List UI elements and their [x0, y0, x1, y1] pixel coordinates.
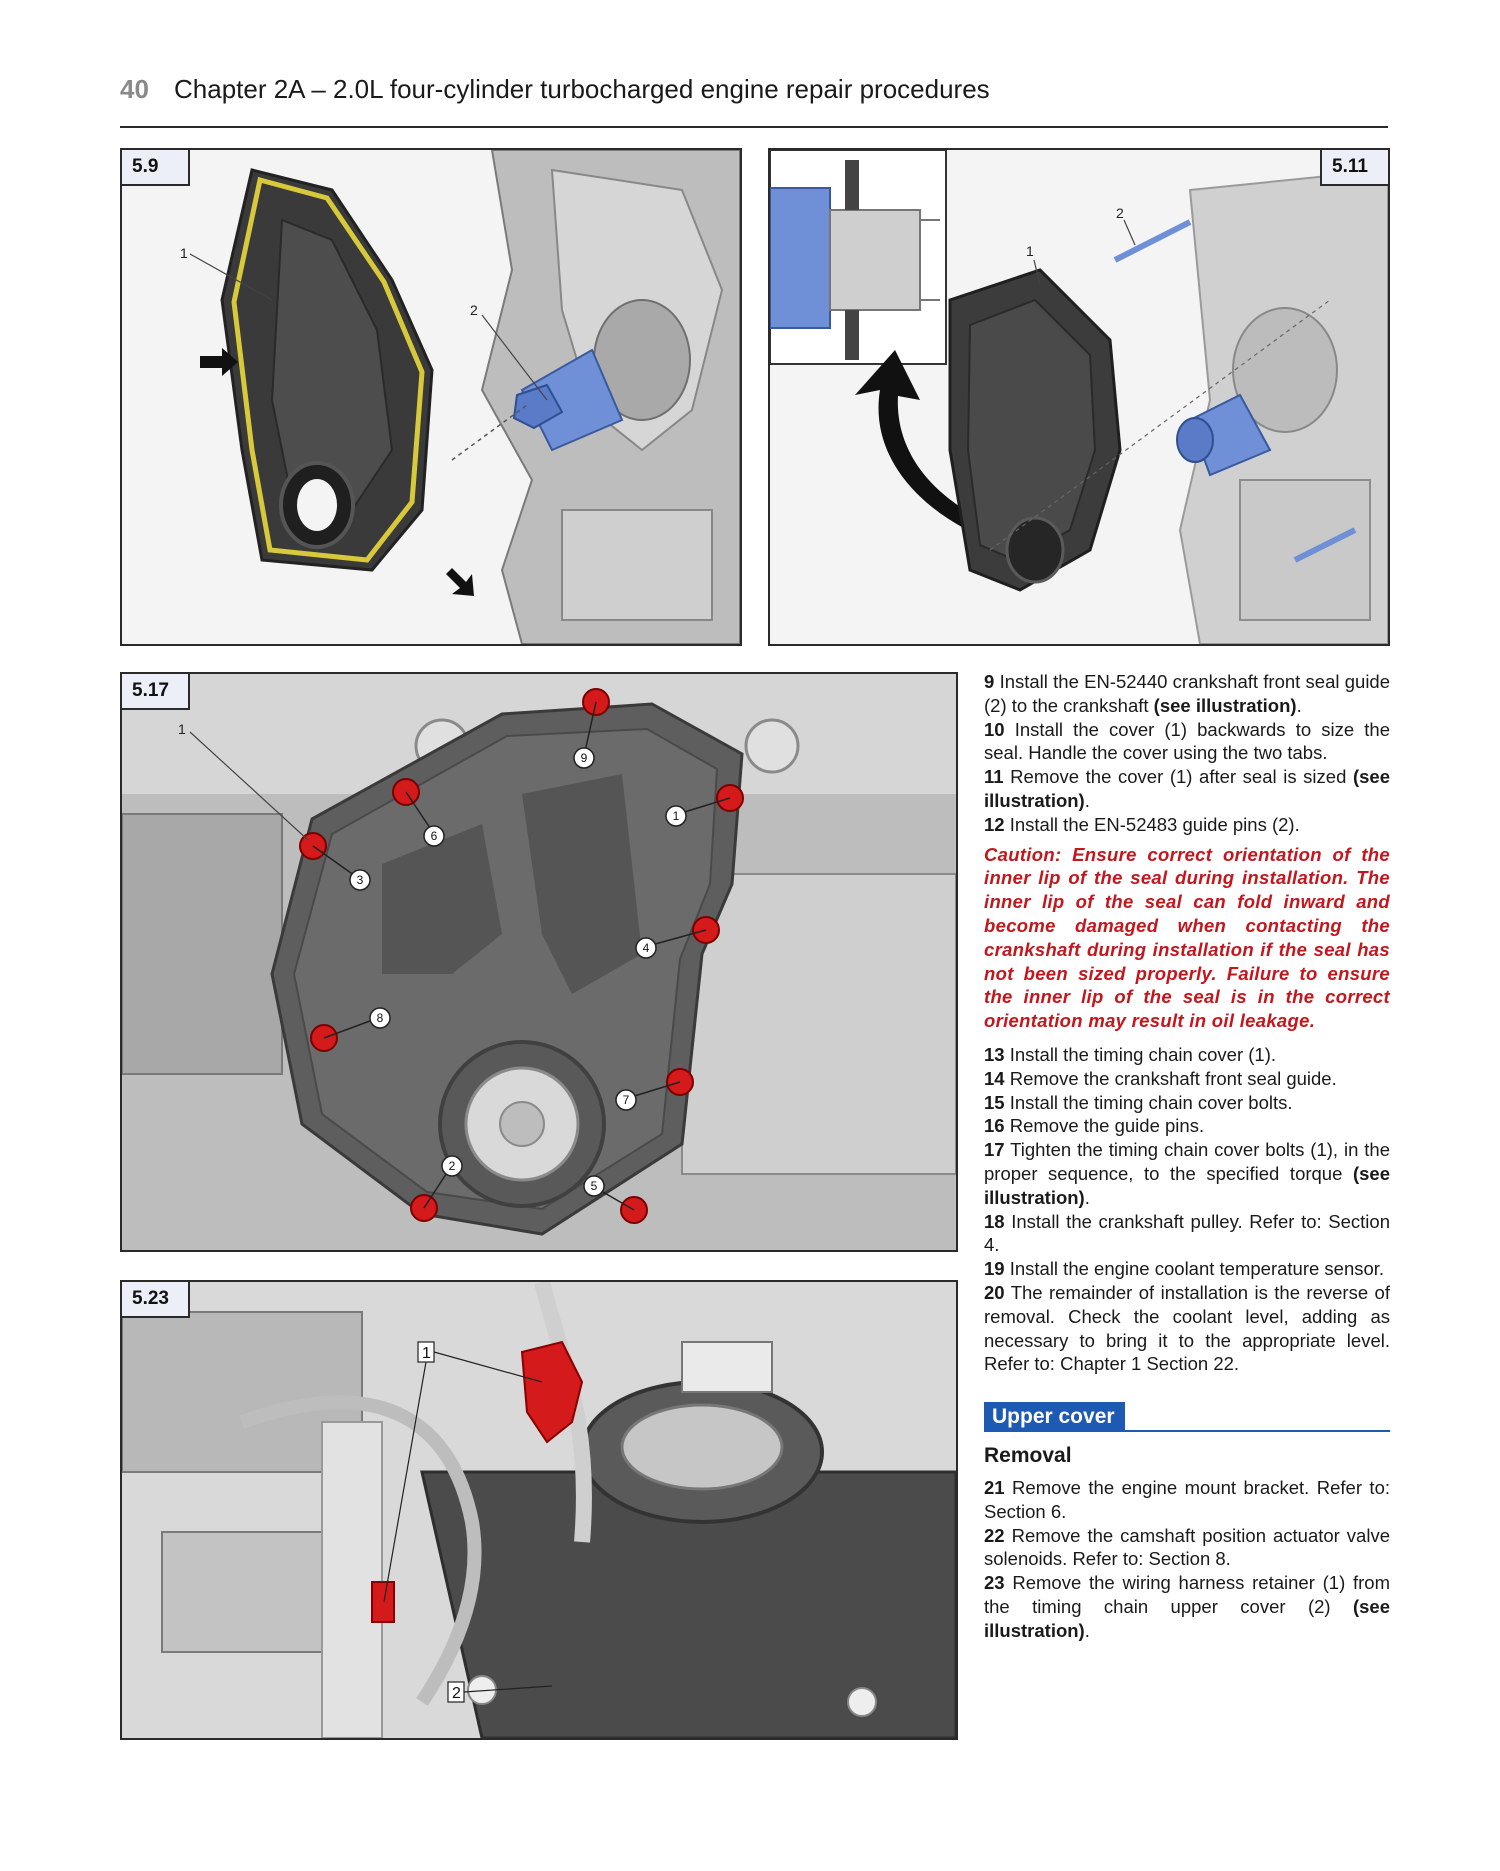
arrow-icon	[200, 348, 474, 596]
timing-cover	[948, 268, 1122, 592]
figure-5-9-illustration: 1 2	[122, 150, 740, 644]
step-item: 15 Install the timing chain cover bolts.	[984, 1091, 1293, 1113]
caution-note: Caution: Ensure correct orientation of t…	[984, 843, 1390, 1032]
figure-label: 5.9	[122, 150, 190, 186]
step-item: 23 Remove the wiring harness retainer (1…	[984, 1572, 1390, 1641]
step-item: 16 Remove the guide pins.	[984, 1115, 1205, 1137]
sequence-9: 9	[581, 751, 588, 765]
figure-5-11-illustration: 1 2	[770, 150, 1388, 644]
callout-2: 2	[470, 302, 478, 318]
callout-2: 2	[1116, 205, 1124, 221]
step-item: 19 Install the engine coolant temperatur…	[984, 1258, 1385, 1280]
callout-1: 1	[180, 245, 188, 261]
callout-1: 1	[178, 721, 186, 737]
chapter-title: Chapter 2A – 2.0L four-cylinder turbocha…	[174, 74, 990, 104]
sequence-1: 1	[673, 809, 680, 823]
subsection-title: Removal	[984, 1444, 1072, 1468]
step-item: 9 Install the EN-52440 crankshaft front …	[984, 671, 1391, 716]
section-heading: Upper cover	[984, 1402, 1390, 1433]
sequence-6: 6	[431, 829, 438, 843]
figure-label: 5.11	[1320, 150, 1388, 186]
guide-pin	[1113, 219, 1192, 263]
step-item: 10 Install the cover (1) backwards to si…	[984, 718, 1390, 764]
step-item: 22 Remove the camshaft position actuator…	[984, 1524, 1390, 1570]
text-column: 9 Install the EN-52440 crankshaft front …	[984, 670, 1390, 1642]
figure-5-9: 1 2 5.9	[120, 148, 742, 646]
step-item: 11 Remove the cover (1) after seal is si…	[984, 766, 1391, 811]
page-number: 40	[120, 74, 149, 104]
steps-list-a: 9 Install the EN-52440 crankshaft front …	[984, 670, 1390, 837]
sequence-3: 3	[357, 873, 364, 887]
figure-5-17: 9 6 1 3 4 8 7 2 5	[120, 672, 958, 1252]
sequence-2: 2	[449, 1159, 456, 1173]
figure-5-23-illustration: 1 2	[122, 1282, 956, 1738]
wiring-harness-retainer	[371, 1340, 584, 1623]
timing-cover	[220, 168, 434, 572]
step-item: 21 Remove the engine mount bracket. Refe…	[984, 1476, 1391, 1522]
steps-list-c: 21 Remove the engine mount bracket. Refe…	[984, 1476, 1390, 1643]
figure-5-23: 1 2 5.23	[120, 1280, 958, 1740]
seal-guide-tool	[512, 348, 624, 452]
step-item: 18 Install the crankshaft pulley. Refer …	[984, 1210, 1390, 1256]
callout-1: 1	[1026, 243, 1034, 259]
figure-label: 5.17	[122, 674, 190, 710]
inset-detail	[770, 150, 947, 365]
section-title: Upper cover	[984, 1402, 1125, 1431]
seal-guide-tool	[1176, 393, 1272, 477]
guide-pin	[1293, 527, 1357, 563]
figure-5-17-illustration: 9 6 1 3 4 8 7 2 5	[122, 674, 956, 1250]
sequence-7: 7	[623, 1093, 630, 1107]
callout-2: 2	[452, 1685, 461, 1702]
sequence-5: 5	[591, 1179, 598, 1193]
callout-1: 1	[422, 1345, 431, 1362]
sequence-8: 8	[377, 1011, 384, 1025]
step-item: 13 Install the timing chain cover (1).	[984, 1043, 1277, 1065]
figure-5-11: 1 2 5.11	[768, 148, 1390, 646]
curved-arrow-icon	[855, 350, 1005, 545]
sequence-4: 4	[643, 941, 650, 955]
figure-label: 5.23	[122, 1282, 190, 1318]
page-header: 40 Chapter 2A – 2.0L four-cylinder turbo…	[120, 74, 1388, 128]
step-item: 20 The remainder of installation is the …	[984, 1281, 1390, 1375]
step-item: 17 Tighten the timing chain cover bolts …	[984, 1139, 1390, 1208]
steps-list-b: 13 Install the timing chain cover (1). 1…	[984, 1043, 1390, 1376]
step-item: 12 Install the EN-52483 guide pins (2).	[984, 813, 1300, 835]
step-item: 14 Remove the crankshaft front seal guid…	[984, 1067, 1337, 1089]
